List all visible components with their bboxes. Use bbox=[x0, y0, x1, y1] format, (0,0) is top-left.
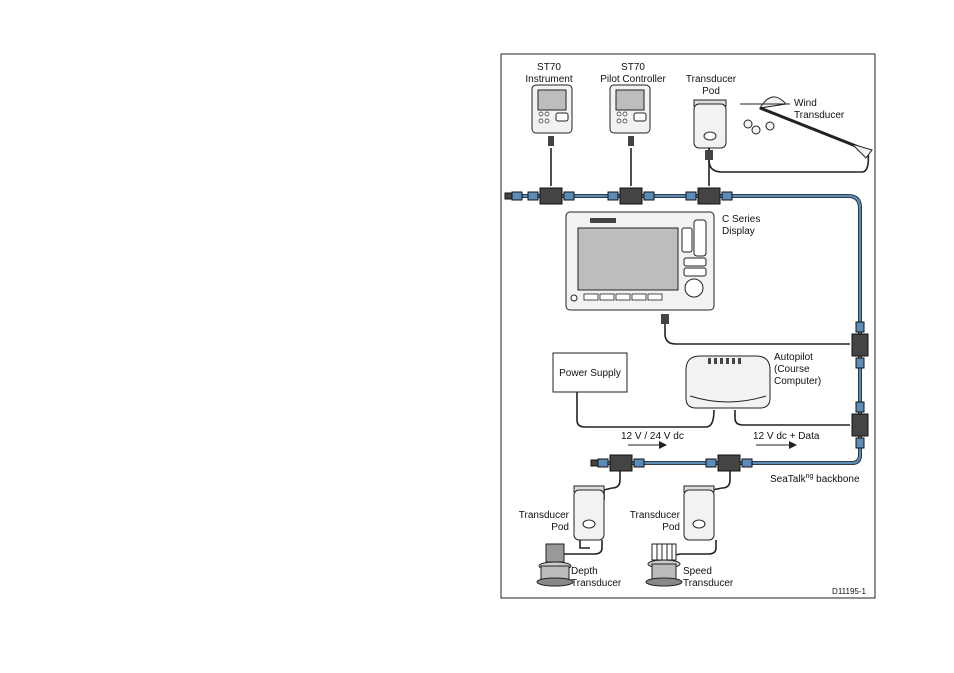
autopilot-course-computer bbox=[686, 356, 770, 408]
terminator bbox=[591, 459, 608, 467]
backbone-main: SeaTalk bbox=[770, 474, 807, 485]
label-backbone: SeaTalkng backbone bbox=[770, 473, 860, 485]
label-st70-pilot-2: Pilot Controller bbox=[600, 74, 666, 85]
label-speed-1: Speed bbox=[683, 566, 712, 577]
label-st70-instrument-1: ST70 bbox=[537, 62, 561, 73]
label-st70-pilot-1: ST70 bbox=[621, 62, 645, 73]
label-power-arrow: 12 V / 24 V dc bbox=[621, 431, 684, 442]
label-pod-left-2: Pod bbox=[551, 522, 569, 533]
label-pod-top-1: Transducer bbox=[686, 74, 737, 85]
label-pod-right-2: Pod bbox=[662, 522, 680, 533]
label-speed-2: Transducer bbox=[683, 578, 734, 589]
label-data-arrow: 12 V dc + Data bbox=[753, 431, 820, 442]
c-series-display bbox=[566, 212, 714, 310]
label-c-series-1: C Series bbox=[722, 214, 760, 225]
transducer-pod-right bbox=[684, 486, 714, 540]
label-autopilot-1: Autopilot bbox=[774, 352, 813, 363]
backbone-sup: ng bbox=[806, 473, 814, 480]
label-autopilot-3: Computer) bbox=[774, 376, 821, 387]
label-wind-1: Wind bbox=[794, 98, 817, 109]
label-st70-instrument-2: Instrument bbox=[525, 74, 572, 85]
label-power-supply: Power Supply bbox=[559, 368, 621, 379]
label-pod-right-1: Transducer bbox=[630, 510, 681, 521]
st70-instrument bbox=[532, 85, 572, 133]
backbone-rest: backbone bbox=[813, 474, 860, 485]
transducer-pod-left bbox=[574, 486, 604, 540]
st70-pilot-controller bbox=[610, 85, 650, 133]
label-pod-left-1: Transducer bbox=[519, 510, 570, 521]
label-depth-1: Depth bbox=[571, 566, 598, 577]
transducer-pod-top bbox=[694, 100, 726, 148]
label-depth-2: Transducer bbox=[571, 578, 622, 589]
label-c-series-2: Display bbox=[722, 226, 755, 237]
label-autopilot-2: (Course bbox=[774, 364, 810, 375]
label-pod-top-2: Pod bbox=[702, 86, 720, 97]
label-wind-2: Transducer bbox=[794, 110, 845, 121]
terminator bbox=[505, 192, 522, 200]
figure-id: D11195-1 bbox=[832, 587, 867, 596]
